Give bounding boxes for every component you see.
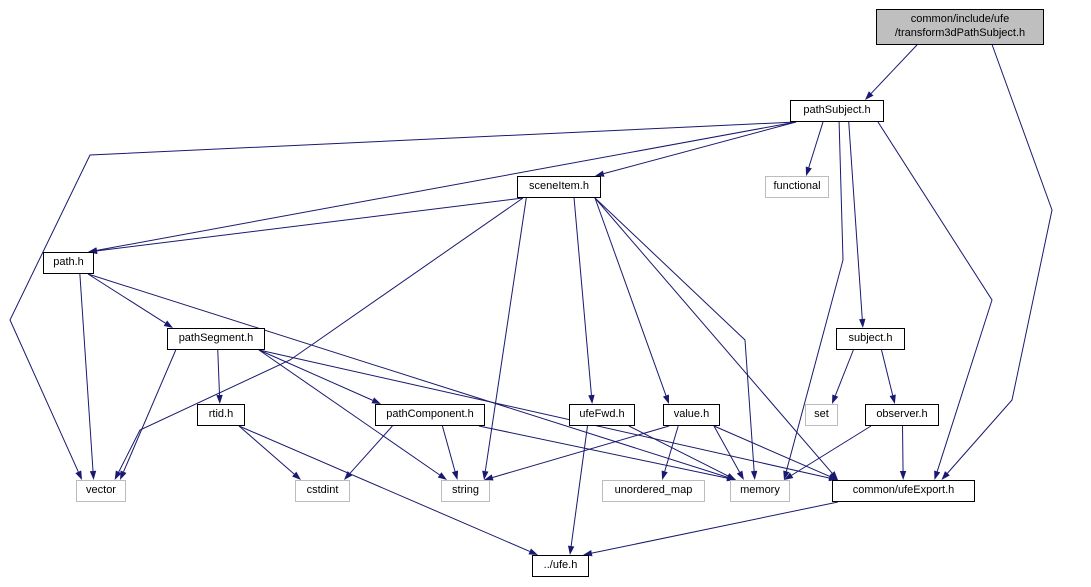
arrowhead-pathSegment-vector bbox=[120, 470, 127, 480]
arrowhead-rtid-ufe bbox=[528, 548, 538, 555]
arrowhead-sceneItem-ufeExport bbox=[829, 471, 838, 480]
edge-pathComponent-cstdint bbox=[349, 425, 393, 474]
edge-path-memory bbox=[87, 273, 728, 478]
node-memory: memory bbox=[730, 480, 790, 502]
edge-pathSegment-ufeExport bbox=[258, 349, 830, 479]
arrowhead-value-ufeExport bbox=[828, 473, 838, 480]
node-set: set bbox=[805, 404, 838, 426]
arrowhead-ufeExport-ufe bbox=[583, 550, 593, 557]
node-subject[interactable]: subject.h bbox=[836, 328, 905, 350]
node-observer[interactable]: observer.h bbox=[865, 404, 939, 426]
arrowhead-value-string bbox=[484, 474, 494, 481]
edge-ufeFwd-memory bbox=[628, 425, 729, 477]
edge-pathSubject-subject bbox=[848, 121, 863, 320]
arrowhead-pathSubject-vector bbox=[75, 470, 82, 480]
edge-ufeFwd-ufe bbox=[570, 425, 588, 547]
edge-subject-set bbox=[834, 349, 854, 396]
edge-value-memory bbox=[713, 425, 740, 473]
arrowhead-sceneItem-memory bbox=[750, 470, 758, 480]
node-pathComponent[interactable]: pathComponent.h bbox=[375, 404, 485, 426]
node-string: string bbox=[441, 480, 490, 502]
node-ufeExport[interactable]: common/ufeExport.h bbox=[832, 480, 975, 502]
arrowhead-path-pathSegment bbox=[163, 320, 173, 328]
edge-pathSegment-rtid bbox=[217, 349, 221, 396]
edge-sceneItem-ufeExport bbox=[594, 197, 833, 474]
arrowhead-pathComponent-cstdint bbox=[344, 471, 353, 480]
arrowhead-sceneItem-string bbox=[482, 470, 489, 480]
node-ufe[interactable]: ../ufe.h bbox=[532, 555, 589, 577]
node-pathSubject[interactable]: pathSubject.h bbox=[790, 100, 884, 122]
edge-ufeExport-ufe bbox=[591, 501, 839, 554]
edge-pathSubject-path bbox=[96, 121, 797, 251]
arrowhead-observer-ufeExport bbox=[899, 470, 907, 480]
edge-rtid-cstdint bbox=[238, 425, 295, 475]
edge-path-pathSegment bbox=[87, 273, 166, 324]
edge-value-ufeExport bbox=[713, 425, 830, 477]
arrowhead-subject-observer bbox=[889, 394, 896, 404]
arrowhead-pathSegment-pathComponent bbox=[371, 397, 381, 404]
edge-pathSubject-memory bbox=[785, 121, 844, 472]
edge-value-string bbox=[492, 425, 670, 478]
arrowhead-pathSubject-subject bbox=[859, 318, 866, 328]
edge-transform3dPathSubject-ufeExport bbox=[947, 44, 1053, 474]
node-rtid[interactable]: rtid.h bbox=[197, 404, 245, 426]
edge-sceneItem-string bbox=[484, 197, 527, 472]
edge-pathComponent-string bbox=[441, 425, 456, 472]
edge-pathSubject-sceneItem bbox=[603, 121, 797, 175]
arrowhead-transform3dPathSubject-ufeExport bbox=[941, 471, 950, 480]
node-vector: vector bbox=[76, 480, 126, 502]
edge-pathComponent-memory bbox=[478, 425, 728, 479]
arrowhead-ufeFwd-memory bbox=[726, 473, 736, 480]
arrowhead-subject-set bbox=[832, 394, 839, 404]
arrowhead-value-memory bbox=[736, 470, 744, 480]
arrowhead-transform3dPathSubject-pathSubject bbox=[864, 91, 874, 100]
arrowhead-ufeFwd-ufe bbox=[567, 545, 575, 555]
arrowhead-pathSegment-string bbox=[437, 472, 447, 480]
node-sceneItem[interactable]: sceneItem.h bbox=[517, 176, 601, 198]
edge-sceneItem-value bbox=[594, 197, 667, 396]
edge-rtid-ufe bbox=[238, 425, 530, 552]
arrowhead-sceneItem-ufeFwd bbox=[588, 394, 595, 404]
node-path[interactable]: path.h bbox=[43, 252, 94, 274]
edge-observer-memory bbox=[791, 425, 872, 476]
node-ufeFwd[interactable]: ufeFwd.h bbox=[569, 404, 635, 426]
arrowhead-pathSubject-functional bbox=[805, 166, 812, 176]
edge-pathSubject-ufeExport bbox=[877, 121, 993, 472]
edge-sceneItem-vector bbox=[118, 197, 524, 473]
edge-sceneItem-path bbox=[96, 197, 524, 252]
node-value[interactable]: value.h bbox=[663, 404, 720, 426]
node-pathSegment[interactable]: pathSegment.h bbox=[167, 328, 265, 350]
edge-pathSegment-string bbox=[258, 349, 440, 476]
edge-transform3dPathSubject-pathSubject bbox=[870, 44, 918, 94]
arrowhead-pathComponent-string bbox=[451, 470, 459, 480]
node-transform3dPathSubject: common/include/ufe /transform3dPathSubje… bbox=[876, 9, 1044, 45]
arrowhead-pathSubject-sceneItem bbox=[595, 170, 605, 177]
node-cstdint: cstdint bbox=[295, 480, 350, 502]
arrowhead-path-vector bbox=[89, 470, 97, 480]
edge-subject-observer bbox=[881, 349, 894, 396]
edge-pathSegment-pathComponent bbox=[258, 349, 373, 401]
arrowhead-sceneItem-vector bbox=[114, 470, 122, 480]
edge-pathSegment-vector bbox=[123, 349, 177, 472]
edge-sceneItem-ufeFwd bbox=[573, 197, 592, 396]
node-unordered_map: unordered_map bbox=[602, 480, 705, 502]
edge-observer-ufeExport bbox=[902, 425, 904, 472]
arrowhead-pathSubject-memory bbox=[783, 470, 790, 480]
edge-pathSubject-vector bbox=[9, 121, 797, 472]
arrowhead-sceneItem-value bbox=[662, 394, 669, 404]
edge-value-unordered_map bbox=[664, 425, 679, 472]
arrowhead-value-unordered_map bbox=[661, 470, 668, 480]
edge-sceneItem-memory bbox=[594, 197, 755, 472]
node-functional: functional bbox=[765, 176, 829, 198]
arrowhead-pathSegment-rtid bbox=[216, 394, 223, 404]
arrowhead-rtid-cstdint bbox=[292, 471, 301, 480]
arrowhead-observer-memory bbox=[784, 472, 794, 480]
edge-pathSubject-functional bbox=[808, 121, 824, 168]
arrowhead-pathSubject-ufeExport bbox=[934, 470, 941, 480]
edge-path-vector bbox=[79, 273, 94, 472]
